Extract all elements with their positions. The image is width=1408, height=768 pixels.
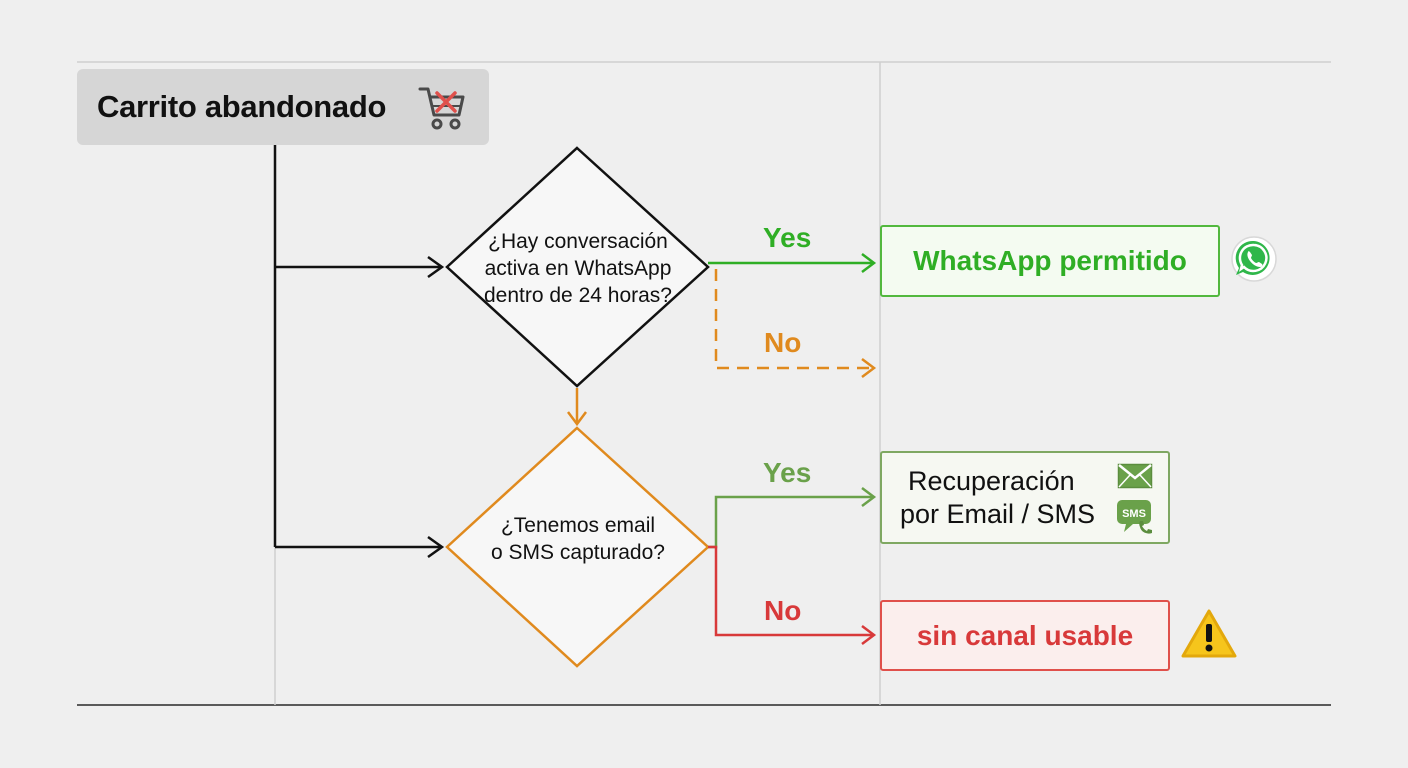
- whatsapp-icon: [1231, 236, 1277, 282]
- cart-cross-icon: [418, 87, 465, 130]
- connector-d2-no: [708, 545, 877, 645]
- recovery-outcome-line2: por Email / SMS: [900, 498, 1096, 529]
- connector-d2-yes: [708, 487, 877, 549]
- recovery-outcome-line1: Recuperación: [908, 465, 1075, 496]
- decision1-question: ¿Hay conversación activa en WhatsApp den…: [453, 228, 703, 309]
- connector-d1-yes: [708, 253, 877, 273]
- whatsapp-outcome-label: WhatsApp permitido: [913, 245, 1187, 276]
- decision2-line: o SMS capturado?: [491, 541, 665, 564]
- decision1-line: activa en WhatsApp: [484, 257, 672, 280]
- decision1-diamond: [445, 146, 710, 388]
- decision2-no-label: No: [764, 595, 802, 626]
- start-node: Carrito abandonado: [77, 69, 489, 145]
- decision2-yes-label: Yes: [763, 457, 812, 488]
- connector-to-decision2: [275, 535, 445, 559]
- no-channel-outcome-box: sin canal usable: [880, 600, 1170, 671]
- decision2-question: ¿Tenemos email o SMS capturado?: [453, 512, 703, 566]
- connector-to-decision1: [275, 255, 445, 279]
- whatsapp-outcome-box: WhatsApp permitido: [880, 225, 1220, 297]
- no-channel-outcome-label: sin canal usable: [916, 619, 1134, 651]
- connector-d1-no: [714, 269, 877, 378]
- decision1-line: ¿Hay conversación: [488, 230, 668, 253]
- mail-icon: [1117, 463, 1153, 489]
- decision2-line: ¿Tenemos email: [500, 514, 656, 537]
- connector-decision1-to-decision2: [567, 388, 587, 427]
- decision1-line: dentro de 24 horas?: [484, 284, 672, 307]
- start-node-title: Carrito abandonado: [97, 89, 387, 124]
- sms-icon-text: SMS: [1122, 508, 1146, 520]
- decision2-diamond: [445, 426, 710, 668]
- sms-icon: SMS: [1117, 500, 1152, 534]
- decision1-no-label: No: [764, 327, 802, 358]
- decision1-yes-label: Yes: [763, 222, 812, 253]
- warning-icon: [1181, 609, 1237, 658]
